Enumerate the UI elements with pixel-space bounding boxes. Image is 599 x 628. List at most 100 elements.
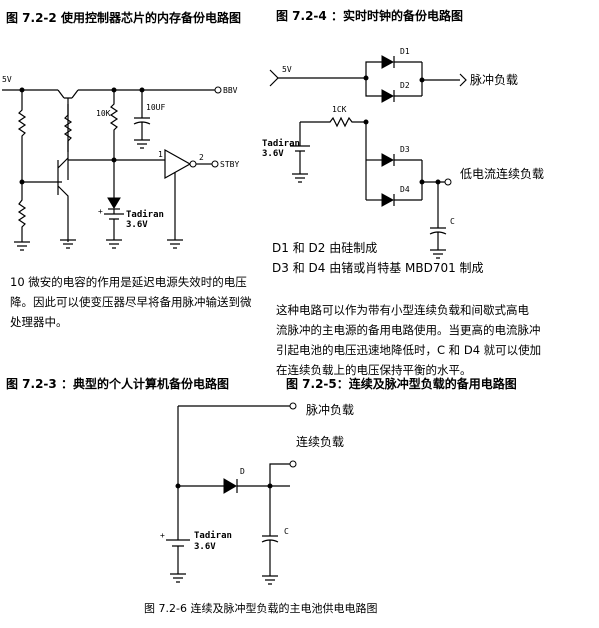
diode-d-bar <box>236 479 290 493</box>
resistor-1ck-label: 1CK <box>332 105 347 114</box>
supply-arrow-icon <box>269 69 279 87</box>
pin-2-label: 2 <box>199 153 204 162</box>
ground-icon <box>430 249 446 259</box>
circuit-rtc-backup: 5V D1 D2 脉冲负载 1CK Tadiran 3.6V D3 <box>262 47 544 259</box>
caption-fig-7-2-6: 图 7.2-6 连续及脉冲型负载的主电池供电电路图 <box>144 601 377 615</box>
diode-d-label: D <box>240 467 245 476</box>
cap-label-10uf: 10UF <box>146 103 165 112</box>
continuous-load-terminal <box>444 178 452 186</box>
right-paragraph-line-2: 流脉冲的主电源的备用电路使用。当更高的电流脉冲 <box>276 323 541 337</box>
cap-c-label-2: C <box>450 217 455 226</box>
junction-dot <box>419 179 425 185</box>
ground-icon <box>14 241 30 251</box>
pass-transistor <box>57 89 79 180</box>
diode-d-icon <box>223 478 237 494</box>
caption-fig-7-2-4: 图 7.2-4 ：实时时钟的备份电路图 <box>276 8 463 23</box>
junction-dot <box>19 179 25 185</box>
d2-label: D2 <box>400 81 410 90</box>
left-paragraph-line-1: 10 微安的电容的作用是延迟电源失效时的电压 <box>10 275 247 289</box>
battery-icon <box>104 213 124 220</box>
right-paragraph-line-4: 在连续负载上的电压保持平衡的水平。 <box>276 363 472 377</box>
continuous-load-wire-3 <box>269 463 290 486</box>
caption-fig-7-2-5: 图 7.2-5：连续及脉冲型负载的备用电路图 <box>286 376 517 391</box>
capacitor-bottom <box>133 121 151 140</box>
diode-d3-bar <box>393 154 422 166</box>
d3-label: D3 <box>400 145 410 154</box>
battery-icon <box>166 539 190 547</box>
junction-dot <box>363 119 369 125</box>
continuous-load-label-3: 连续负载 <box>296 434 344 449</box>
cap-c-label-3: C <box>284 527 289 536</box>
resistor-1ck <box>300 116 366 128</box>
battery-voltage-2: 3.6V <box>262 149 284 159</box>
continuous-load-wire <box>421 160 445 200</box>
diode-d4-bar <box>393 194 422 206</box>
diode-d2-icon <box>381 89 395 103</box>
continuous-load-terminal-3 <box>289 460 297 468</box>
caption-fig-7-2-3: 图 7.2-3 ：典型的个人计算机备份电路图 <box>6 376 229 391</box>
d4-label: D4 <box>400 185 410 194</box>
capacitor-top <box>134 90 150 119</box>
junction-dot <box>363 75 369 81</box>
ground-icon <box>170 546 186 583</box>
right-paragraph-line-3: 引起电池的电压迅速地降低时，C 和 D4 就可以使加 <box>276 343 541 357</box>
continuous-load-label-2: 低电流连续负载 <box>460 166 544 181</box>
junction-dot <box>175 483 181 489</box>
caption-fig-7-2-2: 图 7.2-2 使用控制器芯片的内存备份电路图 <box>6 10 241 25</box>
diode-note-1: D1 和 D2 由硅制成 <box>272 241 377 255</box>
junction-dot <box>19 87 25 93</box>
pulse-load-label-3: 脉冲负载 <box>306 402 354 417</box>
resistor-left-top <box>17 90 27 152</box>
supply-5v-label-2: 5V <box>282 65 292 74</box>
supply-5v-label-1: 5V <box>2 75 12 84</box>
battery-plus-3: + <box>160 531 165 540</box>
ground-icon <box>106 219 122 249</box>
pin-1-label: 1 <box>158 150 163 159</box>
ground-icon <box>292 151 308 183</box>
resistor-bias <box>63 104 73 152</box>
ground-icon <box>167 172 183 249</box>
diode-d2-bar <box>393 90 422 102</box>
left-paragraph-line-2: 降。因此可以使变压器尽早将备用脉冲输送到微 <box>10 295 252 309</box>
resistor-left-bottom <box>17 152 27 242</box>
bbv-label: BBV <box>223 86 238 95</box>
diode-d4-icon <box>381 193 395 207</box>
supply-wire <box>278 61 382 79</box>
ground-icon <box>134 139 150 149</box>
diode-d3-icon <box>381 153 395 167</box>
capacitor-c-top <box>430 182 446 229</box>
bbv-terminal <box>214 86 222 94</box>
battery-voltage-3: 3.6V <box>194 542 216 552</box>
battery-name-3: Tadiran <box>194 530 232 541</box>
pulse-load-terminal <box>289 402 297 410</box>
battery-name-1: Tadiran <box>126 209 164 220</box>
diode-d1-icon <box>381 55 395 69</box>
left-paragraph-line-3: 处理器中。 <box>10 315 68 329</box>
circuit-memory-backup: 5V BBV 10K + Tadiran 3.6V <box>2 75 239 251</box>
capacitor-c3-bottom <box>261 539 279 576</box>
diode-note-2: D3 和 D4 由锗或肖特基 MBD701 制成 <box>272 260 484 275</box>
d1-label: D1 <box>400 47 410 56</box>
diode-d1-bar <box>393 56 422 68</box>
battery-name-2: Tadiran <box>262 138 300 149</box>
inverter-bubble <box>189 160 197 168</box>
junction-dot <box>111 87 117 93</box>
capacitor-c-bottom <box>429 231 447 250</box>
pulse-load-wire <box>421 62 460 96</box>
ground-icon <box>60 239 76 249</box>
pulse-arrow-icon <box>459 73 467 87</box>
r1-label: 10K <box>96 109 111 118</box>
resistor-10k <box>109 90 119 160</box>
wire <box>365 78 382 97</box>
battery-voltage-1: 3.6V <box>126 220 148 230</box>
capacitor-c3-top <box>262 486 278 537</box>
diode-icon <box>107 197 121 209</box>
buffer-gate <box>164 148 192 180</box>
pulse-load-label-2: 脉冲负载 <box>470 72 518 87</box>
ground-icon <box>262 575 278 585</box>
junction-dot <box>419 77 425 83</box>
battery-plus: + <box>98 207 103 216</box>
right-paragraph-line-1: 这种电路可以作为带有小型连续负载和间歇式高电 <box>276 303 529 317</box>
